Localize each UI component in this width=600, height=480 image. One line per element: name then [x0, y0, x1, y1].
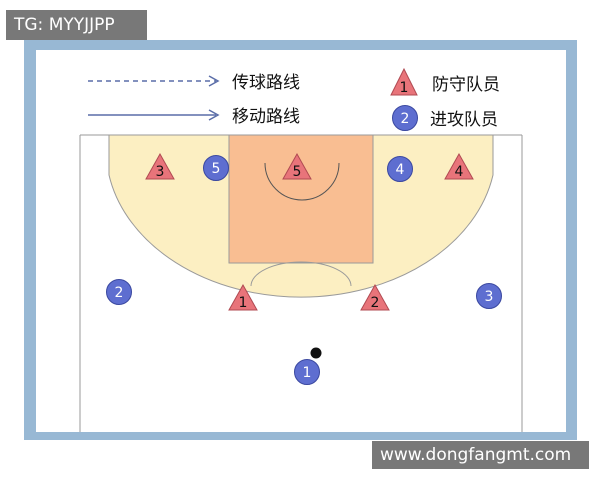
attacker-3-number: 3: [485, 289, 494, 305]
attacker-5-marker: [203, 155, 229, 181]
defender-label: 防守队员: [432, 75, 500, 95]
attacker-label: 进攻队员: [430, 110, 498, 130]
attacker-2: 2: [106, 279, 132, 305]
pass-route-label: 传球路线: [232, 73, 300, 93]
defender-5-marker: [282, 152, 312, 180]
restricted-arc: [264, 162, 340, 201]
defender-3-marker: [145, 152, 175, 180]
defender-1-marker: [228, 283, 258, 311]
basketball-icon: [310, 347, 322, 359]
attacker-1: 1: [294, 359, 320, 385]
pass-route-arrowhead: [208, 75, 220, 87]
watermark-telegram-tag: TG: MYYJJPP: [6, 10, 147, 40]
defender-4-marker: [444, 152, 474, 180]
attacker-4-marker: [387, 156, 413, 182]
defender-3-number: 3: [156, 164, 165, 180]
legend-defender-icon: [390, 67, 418, 96]
attacker-4: 4: [387, 156, 413, 182]
watermark-website-url: www.dongfangmt.com: [372, 441, 589, 469]
defender-4-number: 4: [455, 164, 464, 180]
attacker-1-marker: [294, 359, 320, 385]
attacker-5-number: 5: [212, 161, 221, 177]
defender-5-number: 5: [293, 164, 302, 180]
attacker-2-marker: [106, 279, 132, 305]
legend: 传球路线 移动路线 1 防守队员 2 进攻队员: [88, 67, 500, 131]
attacker-2-number: 2: [115, 285, 124, 301]
attacker-3: 3: [476, 283, 502, 309]
move-route-arrowhead: [208, 109, 220, 121]
defender-2-marker: [360, 283, 390, 311]
legend-attacker-icon-number: 2: [401, 111, 410, 127]
defender-2: 2: [360, 283, 390, 311]
attacker-5: 5: [203, 155, 229, 181]
attacker-1-number: 1: [303, 365, 312, 381]
move-route-label: 移动路线: [232, 107, 300, 127]
legend-defender-icon-number: 1: [400, 80, 409, 96]
defender-2-number: 2: [371, 295, 380, 311]
defender-4: 4: [444, 152, 474, 180]
legend-attacker-icon: [392, 105, 418, 131]
attacker-3-marker: [476, 283, 502, 309]
defender-5: 5: [282, 152, 312, 180]
paint-area: [228, 134, 374, 264]
defender-3: 3: [145, 152, 175, 180]
defender-1: 1: [228, 283, 258, 311]
free-throw-arc: [250, 261, 352, 287]
attacker-4-number: 4: [396, 162, 405, 178]
defender-1-number: 1: [239, 295, 248, 311]
